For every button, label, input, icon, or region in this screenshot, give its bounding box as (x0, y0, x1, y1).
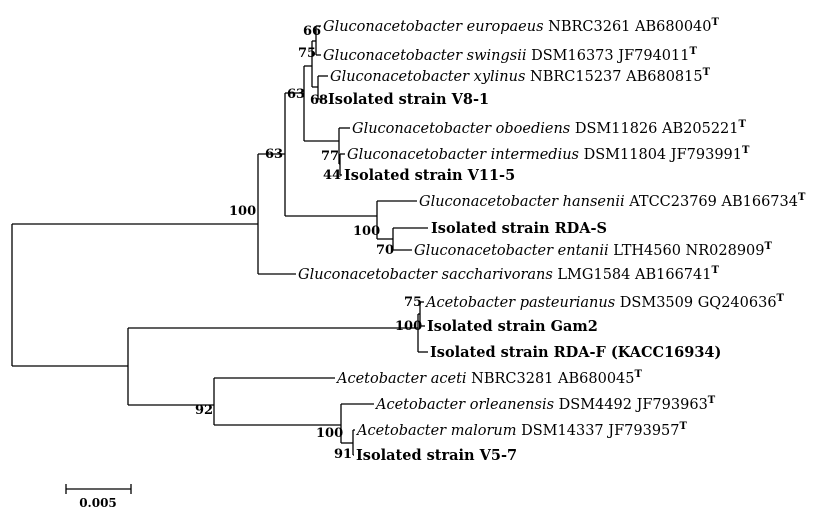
leaf-label: Gluconacetobacter europaeus NBRC3261 AB6… (323, 17, 720, 35)
bootstrap-value: 66 (303, 24, 321, 39)
leaf-label: Gluconacetobacter hansenii ATCC23769 AB1… (419, 192, 806, 210)
bootstrap-value: 68 (310, 93, 328, 108)
leaf-label: Acetobacter aceti NBRC3281 AB680045T (335, 369, 643, 387)
bootstrap-value: 77 (321, 149, 339, 164)
leaf-label: Isolated strain V5-7 (356, 447, 517, 464)
scale-bar: 0.005 (65, 484, 132, 510)
leaf-label: Gluconacetobacter xylinus NBRC15237 AB68… (330, 67, 711, 85)
bootstrap-value: 70 (376, 243, 394, 258)
leaf-label: Acetobacter orleanensis DSM4492 JF793963… (374, 395, 716, 413)
bootstrap-value: 75 (298, 46, 316, 61)
bootstrap-value: 100 (316, 426, 343, 441)
bootstrap-value: 100 (395, 319, 422, 334)
leaf-label: Acetobacter malorum DSM14337 JF793957T (355, 421, 688, 439)
bootstrap-value: 92 (195, 403, 213, 418)
leaf-label: Isolated strain RDA-F (KACC16934) (430, 344, 721, 361)
leaf-label: Isolated strain V11-5 (344, 167, 515, 184)
leaf-label: Gluconacetobacter entanii LTH4560 NR0289… (414, 241, 773, 259)
leaf-label: Acetobacter pasteurianus DSM3509 GQ24063… (424, 293, 785, 311)
leaf-label: Gluconacetobacter oboediens DSM11826 AB2… (352, 119, 747, 137)
bootstrap-value: 44 (323, 168, 341, 183)
bootstrap-value: 100 (229, 204, 256, 219)
leaf-label: Gluconacetobacter intermedius DSM11804 J… (347, 145, 750, 163)
bootstrap-value: 100 (353, 224, 380, 239)
leaf-label: Isolated strain V8-1 (328, 91, 489, 108)
bootstrap-value: 63 (265, 147, 283, 162)
leaf-label: Gluconacetobacter saccharivorans LMG1584… (298, 265, 719, 283)
leaf-labels: Gluconacetobacter europaeus NBRC3261 AB6… (298, 17, 806, 464)
scale-bar-label: 0.005 (79, 496, 117, 510)
bootstrap-value: 91 (334, 447, 352, 462)
leaf-label: Gluconacetobacter swingsii DSM16373 JF79… (323, 46, 697, 64)
leaf-label: Isolated strain RDA-S (431, 220, 607, 237)
bootstrap-value: 63 (287, 87, 305, 102)
bootstrap-value: 75 (404, 295, 422, 310)
bootstrap-values: 66 75 68 63 63 77 44 100 70 100 75 100 9… (195, 24, 422, 462)
leaf-label: Isolated strain Gam2 (427, 318, 598, 335)
tree-branches (11, 25, 428, 456)
